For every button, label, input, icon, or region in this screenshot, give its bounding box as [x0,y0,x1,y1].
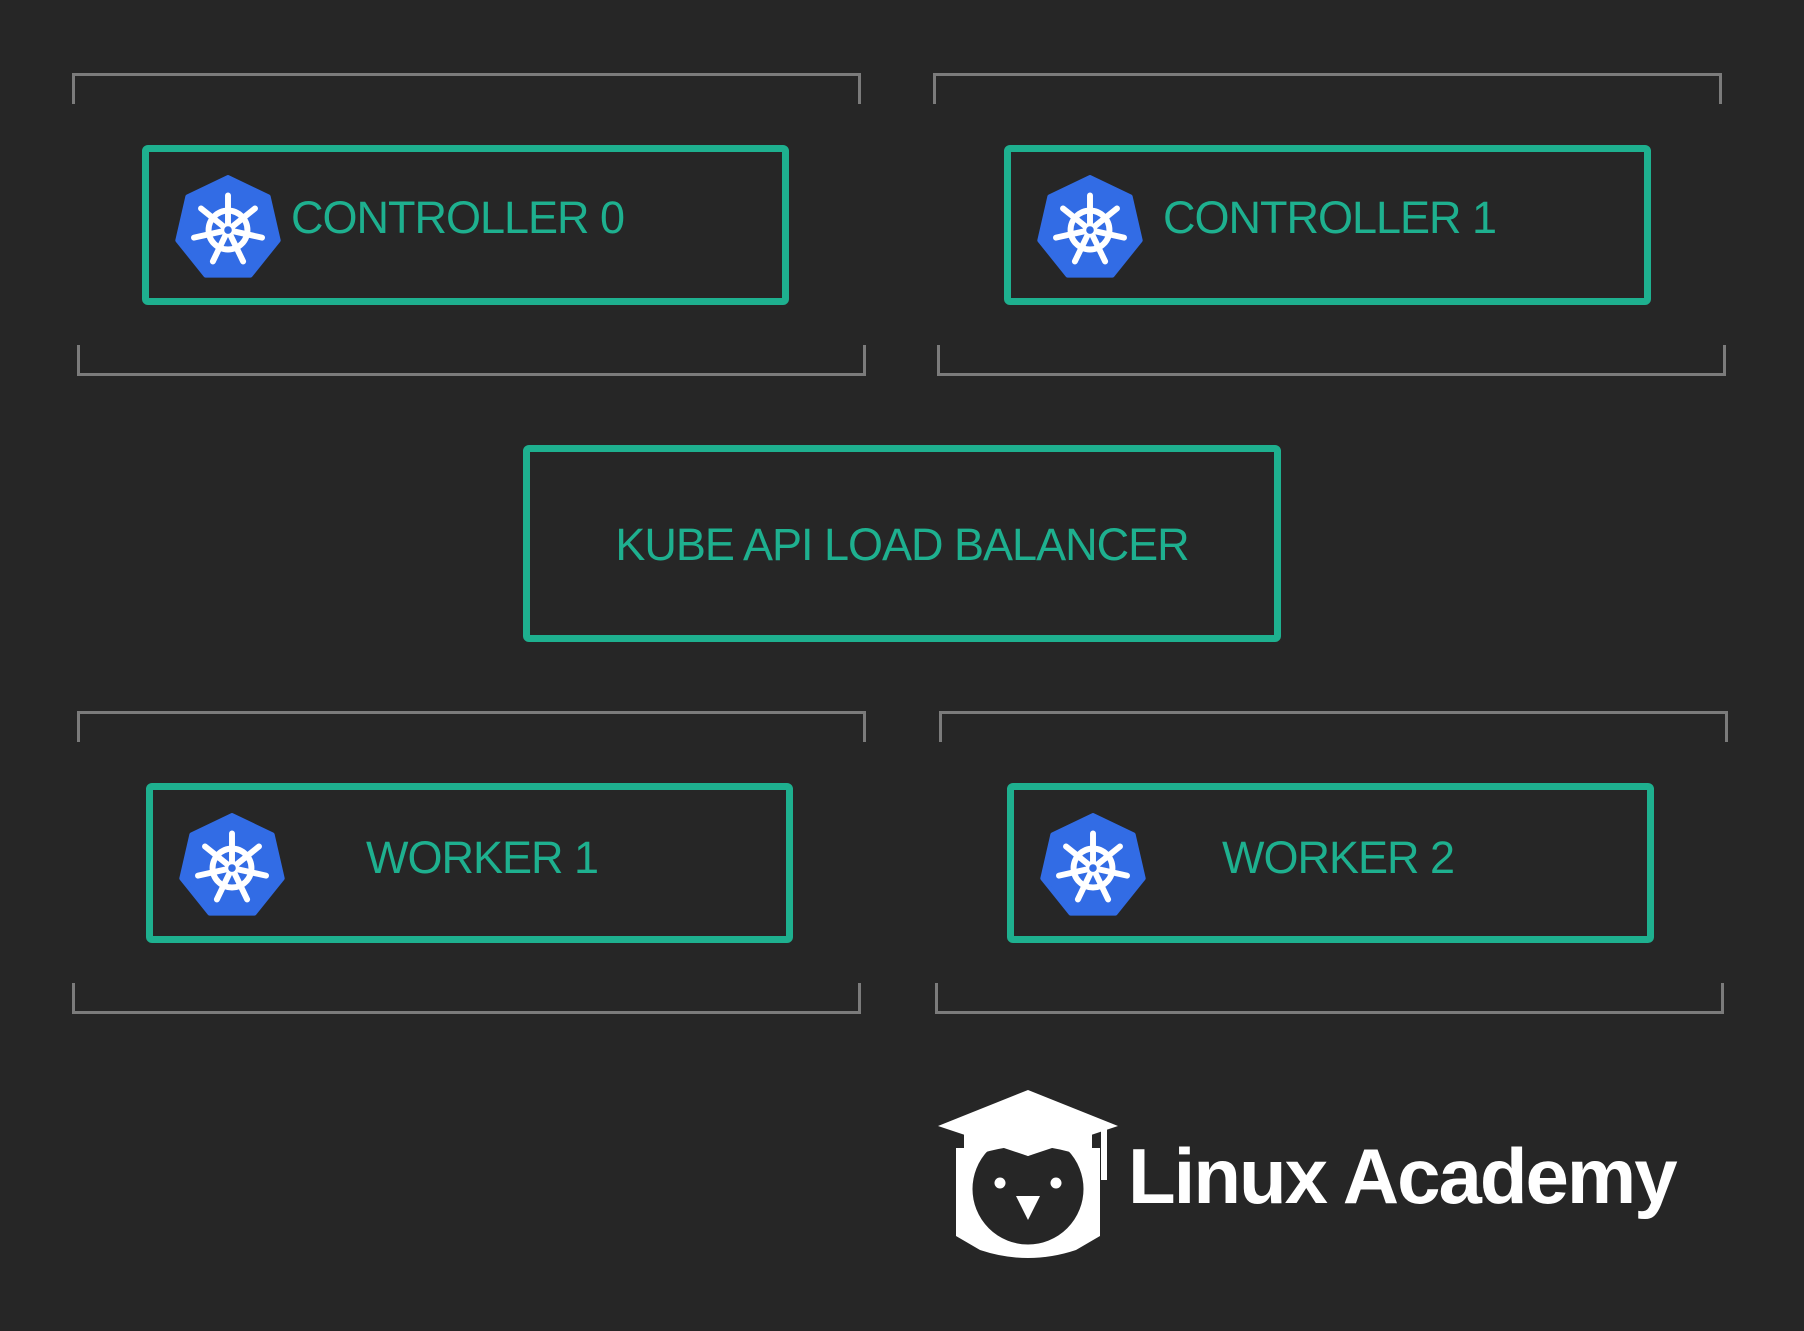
worker2-group-bracket-bottom [935,983,1724,1014]
controller0-group-bracket-top [72,73,861,104]
controller1-group-bracket-bottom [937,345,1726,376]
controller0-label: CONTROLLER 0 [291,192,625,243]
brand-name: Linux Academy [1128,1132,1678,1220]
controller0-group-bracket-bottom [77,345,866,376]
owl-graduation-cap-logo [938,1090,1118,1258]
worker2-node: WORKER 2 [1007,783,1654,943]
controller1-label: CONTROLLER 1 [1163,192,1497,243]
worker1-label: WORKER 1 [366,832,599,883]
worker2-label: WORKER 2 [1222,832,1455,883]
worker1-group-bracket-bottom [72,983,861,1014]
kubernetes-icon [179,813,285,916]
kubernetes-icon [1037,175,1143,278]
kube-api-load-balancer-node: KUBE API LOAD BALANCER [523,445,1281,642]
kubernetes-icon [175,175,281,278]
worker1-node: WORKER 1 [146,783,793,943]
worker2-group-bracket-top [939,711,1728,742]
controller0-node: CONTROLLER 0 [142,145,789,305]
worker1-group-bracket-top [77,711,866,742]
load-balancer-label: KUBE API LOAD BALANCER [615,519,1189,570]
controller1-node: CONTROLLER 1 [1004,145,1651,305]
controller1-group-bracket-top [933,73,1722,104]
kubernetes-icon [1040,813,1146,916]
